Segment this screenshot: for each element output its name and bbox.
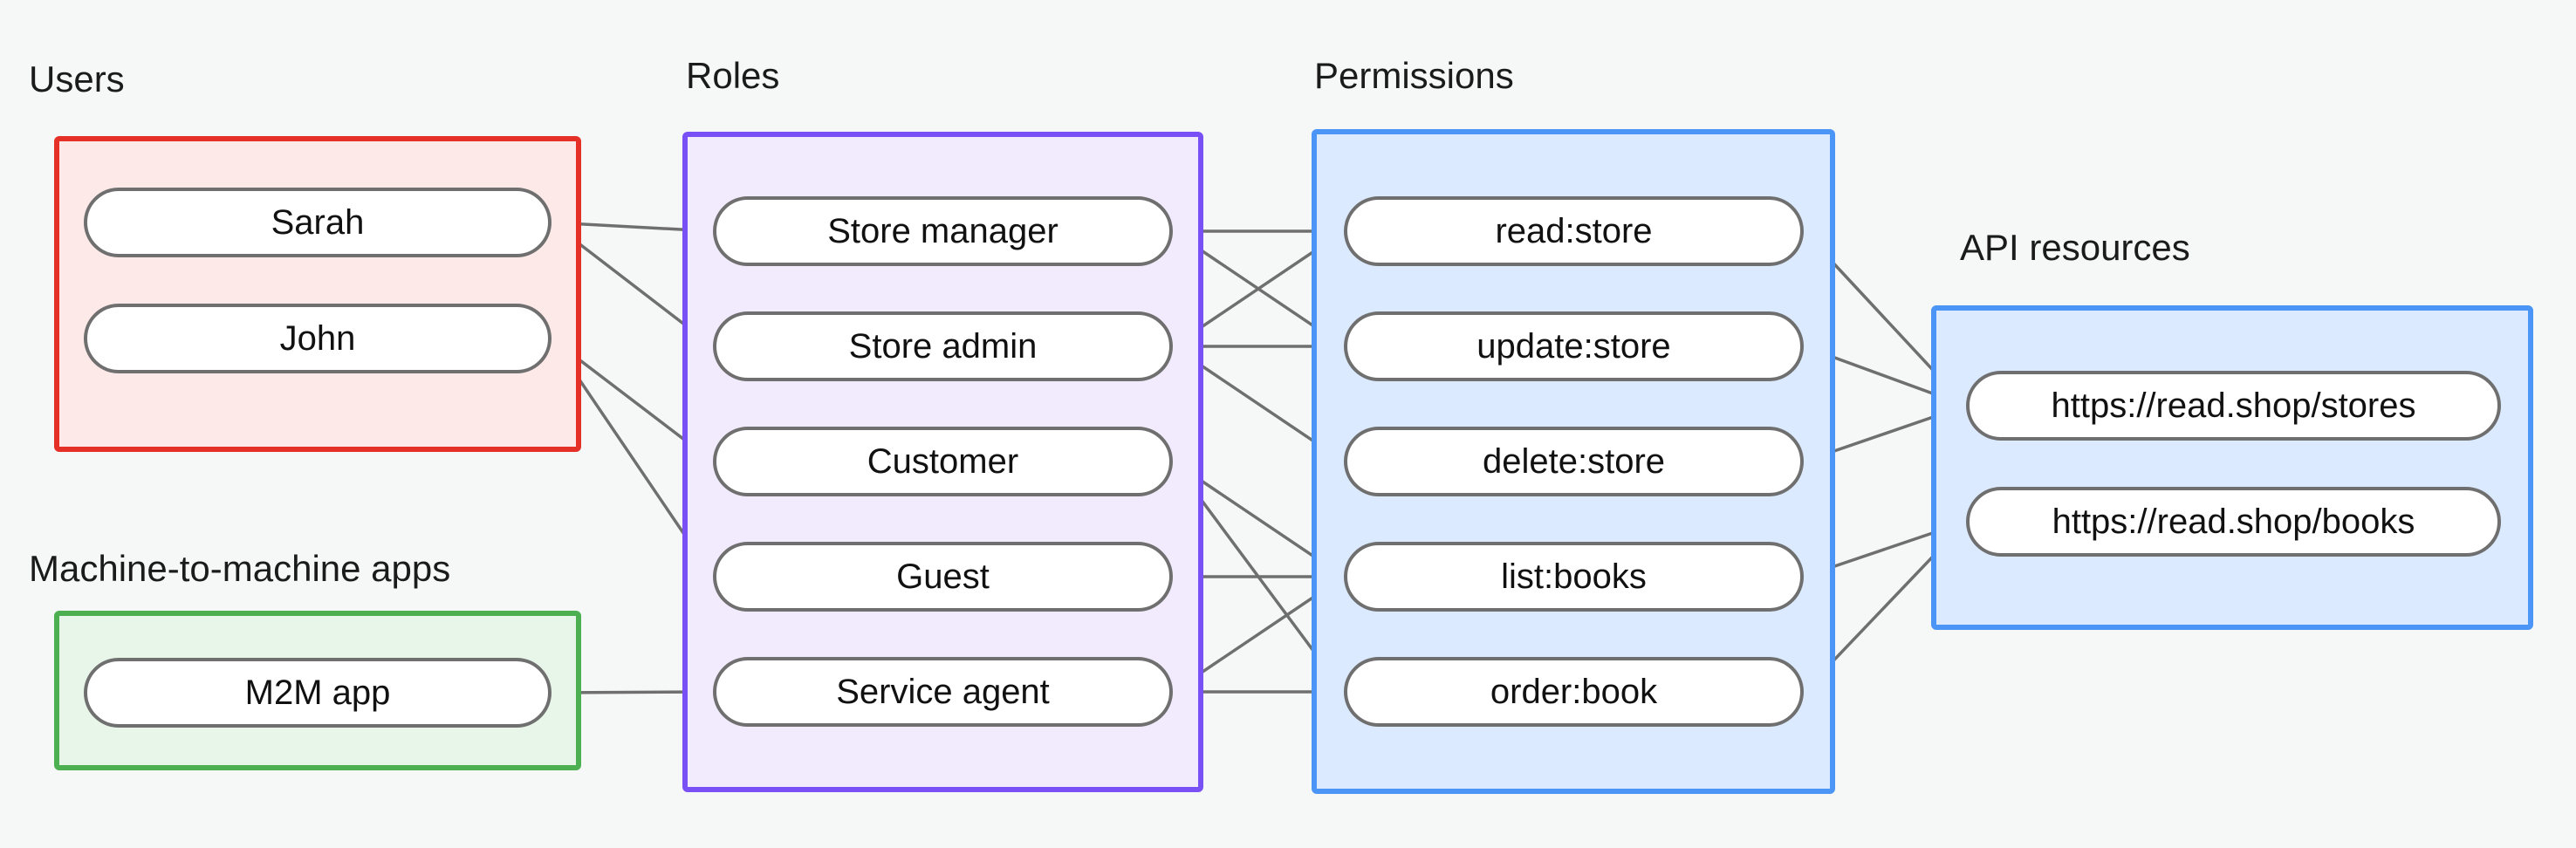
node-service_agent[interactable]: Service agent: [713, 657, 1173, 727]
node-label-order_book: order:book: [1490, 672, 1658, 711]
group-label-users: Users: [29, 58, 125, 99]
node-delete_store[interactable]: delete:store: [1344, 427, 1804, 496]
node-label-john: John: [279, 318, 356, 358]
node-label-list_books: list:books: [1501, 557, 1647, 596]
node-order_book[interactable]: order:book: [1344, 657, 1804, 727]
node-read_store[interactable]: read:store: [1344, 196, 1804, 266]
node-label-delete_store: delete:store: [1482, 441, 1666, 481]
node-label-store_admin: Store admin: [848, 326, 1038, 366]
group-label-api_resources: API resources: [1960, 227, 2190, 268]
node-m2mapp[interactable]: M2M app: [84, 658, 552, 728]
group-box-users: [54, 136, 581, 452]
node-update_store[interactable]: update:store: [1344, 311, 1804, 381]
group-label-permissions: Permissions: [1314, 55, 1514, 96]
node-label-read_store: read:store: [1495, 211, 1653, 250]
node-customer[interactable]: Customer: [713, 427, 1173, 496]
node-store_admin[interactable]: Store admin: [713, 311, 1173, 381]
node-res_books[interactable]: https://read.shop/books: [1966, 487, 2501, 557]
node-label-res_stores: https://read.shop/stores: [2051, 386, 2416, 425]
node-res_stores[interactable]: https://read.shop/stores: [1966, 371, 2501, 441]
node-label-res_books: https://read.shop/books: [2052, 502, 2415, 541]
node-label-sarah: Sarah: [271, 202, 365, 242]
node-store_manager[interactable]: Store manager: [713, 196, 1173, 266]
node-label-customer: Customer: [867, 441, 1019, 481]
group-label-m2m: Machine-to-machine apps: [29, 548, 451, 589]
node-label-guest: Guest: [896, 557, 990, 596]
node-list_books[interactable]: list:books: [1344, 542, 1804, 612]
node-guest[interactable]: Guest: [713, 542, 1173, 612]
node-label-update_store: update:store: [1476, 326, 1671, 366]
group-label-roles: Roles: [686, 55, 780, 96]
node-john[interactable]: John: [84, 304, 552, 373]
node-label-m2mapp: M2M app: [244, 673, 391, 712]
node-sarah[interactable]: Sarah: [84, 188, 552, 257]
node-label-store_manager: Store manager: [827, 211, 1058, 250]
node-label-service_agent: Service agent: [836, 672, 1050, 711]
group-box-api_resources: [1931, 305, 2533, 630]
